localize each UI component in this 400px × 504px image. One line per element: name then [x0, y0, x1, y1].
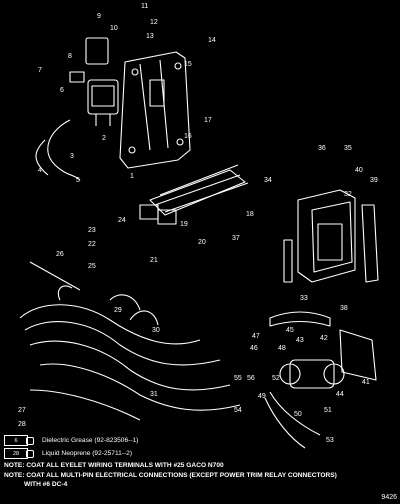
- callout-8: 8: [68, 53, 72, 60]
- callout-20: 20: [198, 239, 206, 246]
- callout-50: 50: [294, 411, 302, 418]
- tie-strap: [29, 261, 81, 291]
- callout-19: 19: [180, 221, 188, 228]
- control-module: [297, 189, 356, 283]
- mounting-bracket: [119, 51, 191, 169]
- legend-row-neoprene: 28 Liquid Neoprene (92-25711--2): [4, 448, 132, 459]
- callout-43: 43: [296, 337, 304, 344]
- callout-18: 18: [246, 211, 254, 218]
- callout-15: 15: [184, 61, 192, 68]
- ground-strap: [269, 391, 321, 436]
- callout-3: 3: [70, 153, 74, 160]
- callout-36: 36: [318, 145, 326, 152]
- callout-29: 29: [114, 307, 122, 314]
- callout-7: 7: [38, 67, 42, 74]
- callout-14: 14: [208, 37, 216, 44]
- gasket-39: [361, 204, 379, 283]
- callout-55: 55: [234, 375, 242, 382]
- callout-labels: 1234567891011121314151617181920212223242…: [18, 3, 378, 444]
- callout-39: 39: [370, 177, 378, 184]
- callout-4: 4: [38, 167, 42, 174]
- relay-assembly: [87, 79, 119, 126]
- callout-10: 10: [110, 25, 118, 32]
- callout-13: 13: [146, 33, 154, 40]
- callout-27: 27: [18, 407, 26, 414]
- callout-30: 30: [152, 327, 160, 334]
- callout-54: 54: [234, 407, 242, 414]
- harness-bundle: [139, 164, 249, 225]
- callout-42: 42: [320, 335, 328, 342]
- callout-47: 47: [252, 333, 260, 340]
- callout-21: 21: [150, 257, 158, 264]
- callout-6: 6: [60, 87, 64, 94]
- callout-46: 46: [250, 345, 258, 352]
- callout-23: 23: [88, 227, 96, 234]
- callout-5: 5: [76, 177, 80, 184]
- main-harness: [19, 285, 241, 421]
- callout-40: 40: [355, 167, 363, 174]
- callout-52: 52: [272, 375, 280, 382]
- figure-number: 9426: [381, 494, 397, 501]
- callout-32: 32: [344, 191, 352, 198]
- callout-12: 12: [150, 19, 158, 26]
- callout-28: 28: [18, 421, 26, 428]
- callout-51: 51: [324, 407, 332, 414]
- connector-strip: [283, 239, 293, 283]
- callout-44: 44: [336, 391, 344, 398]
- callout-48: 48: [278, 345, 286, 352]
- wire-3: [47, 119, 81, 181]
- callout-2: 2: [102, 135, 106, 142]
- clamp-38: [269, 311, 331, 327]
- legend-label: Liquid Neoprene (92-25711--2): [42, 449, 133, 457]
- callout-26: 26: [56, 251, 64, 258]
- callout-25: 25: [88, 263, 96, 270]
- solenoid: [279, 359, 345, 389]
- callout-22: 22: [88, 241, 96, 248]
- callout-1: 1: [130, 173, 134, 180]
- legend-label: Dielectric Grease (92-823506--1): [42, 436, 139, 444]
- note-eyelet: NOTE: COAT ALL EYELET WIRING TERMINALS W…: [4, 462, 224, 469]
- grease-badge-icon: 6: [4, 435, 34, 446]
- callout-37: 37: [232, 235, 240, 242]
- legend-row-grease: 6 Dielectric Grease (92-823506--1): [4, 435, 138, 446]
- callout-31: 31: [150, 391, 158, 398]
- callout-34: 34: [264, 177, 272, 184]
- callout-24: 24: [118, 217, 126, 224]
- neoprene-badge-icon: 28: [4, 448, 34, 459]
- note-multipin-cont: WITH #6 DC-4: [24, 481, 68, 488]
- callout-41: 41: [362, 379, 370, 386]
- callout-11: 11: [141, 3, 148, 10]
- callout-45: 45: [286, 327, 294, 334]
- cover-plate-41: [339, 329, 377, 381]
- callout-56: 56: [247, 375, 255, 382]
- callout-16: 16: [184, 133, 192, 140]
- callout-9: 9: [97, 13, 101, 20]
- callout-53: 53: [326, 437, 334, 444]
- callout-17: 17: [204, 117, 212, 124]
- wire-4: [35, 139, 49, 176]
- callout-49: 49: [258, 393, 266, 400]
- callout-33: 33: [300, 295, 308, 302]
- callout-35: 35: [344, 145, 352, 152]
- note-multipin: NOTE: COAT ALL MULTI-PIN ELECTRICAL CONN…: [4, 472, 337, 479]
- callout-38: 38: [340, 305, 348, 312]
